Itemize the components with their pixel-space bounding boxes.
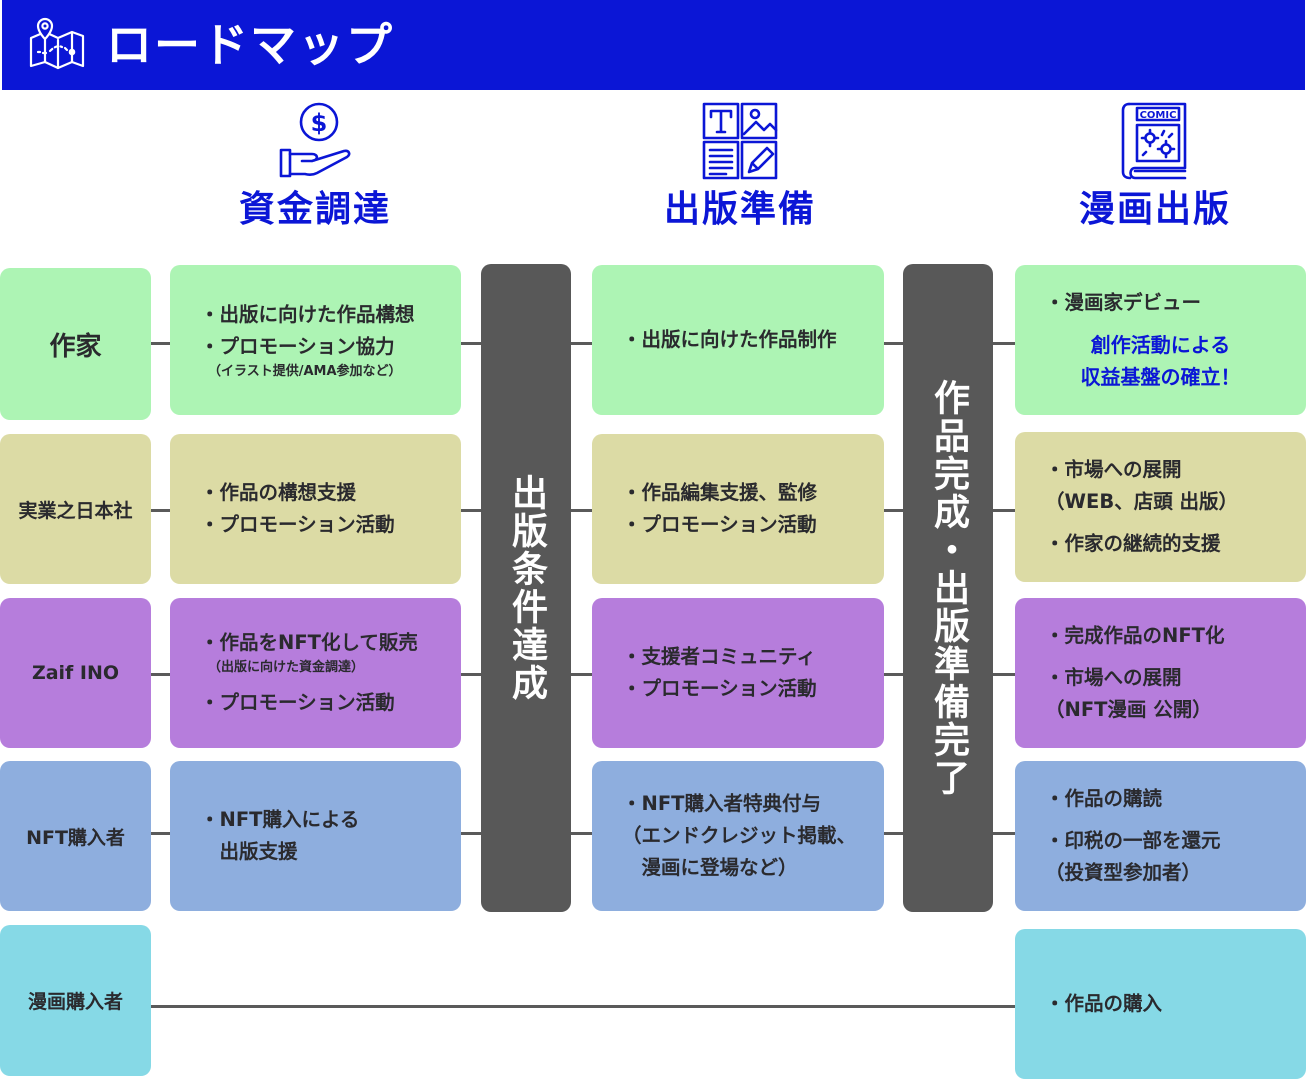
- stakeholder-label: Zaif INO: [31, 662, 120, 684]
- stakeholder-author: 作家: [0, 268, 151, 420]
- phase-header-funding: $ 資金調達: [165, 100, 465, 232]
- cell-nft-preparation: ・NFT購入者特典付与 （エンドクレジット掲載、 漫画に登場など）: [592, 761, 884, 911]
- cell-line: ・出版に向けた作品構想: [200, 303, 415, 326]
- cell-jitsugyo-funding: ・作品の構想支援 ・プロモーション活動: [170, 434, 461, 584]
- stakeholder-manga-buyer: 漫画購入者: [0, 925, 151, 1076]
- cell-line: ・作品をNFT化して販売: [200, 631, 418, 654]
- stakeholder-label: 作家: [49, 331, 102, 362]
- cell-line: ・作品の購読: [1045, 787, 1163, 810]
- stakeholder-label: 漫画購入者: [27, 991, 123, 1013]
- cell-zaif-funding: ・作品をNFT化して販売 （出版に向けた資金調達） ・プロモーション活動: [170, 598, 461, 748]
- cell-nft-publication: ・作品の購読 ・印税の一部を還元 （投資型参加者）: [1015, 761, 1306, 911]
- comic-book-icon: COMIC: [1121, 102, 1187, 180]
- cell-note: （イラスト提供/AMA参加など）: [208, 364, 402, 379]
- phase-header-publication: COMIC 漫画出版: [1005, 100, 1305, 232]
- cell-line: ・作品の購入: [1045, 992, 1163, 1015]
- map-icon: [29, 17, 85, 70]
- cell-line: ・プロモーション活動: [200, 691, 395, 714]
- cell-line: ・プロモーション協力: [200, 335, 395, 358]
- connector-line: [150, 673, 1020, 676]
- page-title: ロードマップ: [106, 18, 394, 72]
- cell-zaif-publication: ・完成作品のNFT化 ・市場への展開 （NFT漫画 公開）: [1015, 598, 1306, 748]
- cell-line: ・支援者コミュニティ: [622, 645, 816, 668]
- cell-line: ・印税の一部を還元: [1045, 829, 1221, 852]
- cell-nft-funding: ・NFT購入による 出版支援: [170, 761, 461, 911]
- highlight-text: 収益基盤の確立！: [1080, 365, 1241, 389]
- cell-author-funding: ・出版に向けた作品構想 ・プロモーション協力 （イラスト提供/AMA参加など）: [170, 265, 461, 415]
- cell-line: ・NFT購入による: [200, 808, 360, 831]
- cell-line: ・NFT購入者特典付与: [622, 792, 821, 815]
- stakeholder-jitsugyo: 実業之日本社: [0, 434, 151, 584]
- highlight-text: 創作活動による: [1090, 333, 1231, 357]
- cell-line: （エンドクレジット掲載、: [622, 824, 857, 847]
- cell-author-publication: ・漫画家デビュー 創作活動による 収益基盤の確立！: [1015, 265, 1306, 415]
- cell-line: ・プロモーション活動: [622, 677, 817, 700]
- connector-line: [150, 342, 1020, 345]
- cell-jitsugyo-preparation: ・作品編集支援、監修 ・プロモーション活動: [592, 434, 884, 584]
- stakeholder-nft-buyer: NFT購入者: [0, 761, 151, 911]
- cell-zaif-preparation: ・支援者コミュニティ ・プロモーション活動: [592, 598, 884, 748]
- header-bar: ロードマップ: [2, 0, 1305, 90]
- cell-line: ・プロモーション活動: [622, 513, 817, 536]
- cell-author-preparation: ・出版に向けた作品制作: [592, 265, 884, 415]
- cell-manga-buyer-publication: ・作品の購入: [1015, 929, 1306, 1079]
- cell-line: ・作品の構想支援: [200, 481, 357, 504]
- cell-line: 漫画に登場など）: [622, 856, 798, 879]
- phase-header-preparation: 出版準備: [590, 100, 890, 232]
- cell-line: ・出版に向けた作品制作: [622, 328, 837, 351]
- phase-title-funding: 資金調達: [238, 189, 391, 230]
- connector-line: [150, 832, 1020, 835]
- svg-text:$: $: [311, 109, 328, 137]
- cell-line: ・市場への展開: [1045, 458, 1182, 481]
- stakeholder-label: NFT購入者: [26, 826, 125, 849]
- stakeholder-zaif-ino: Zaif INO: [0, 598, 151, 748]
- layout-edit-icon: [702, 102, 778, 180]
- money-hand-icon: $: [279, 102, 351, 178]
- connector-line: [150, 509, 1020, 512]
- cell-line: ・作家の継続的支援: [1045, 532, 1221, 555]
- cell-line: ・作品編集支援、監修: [622, 481, 818, 504]
- connector-line: [150, 1005, 1020, 1008]
- cell-line: ・漫画家デビュー: [1045, 291, 1202, 314]
- stakeholder-label: 実業之日本社: [18, 499, 133, 522]
- cell-line: （投資型参加者）: [1045, 861, 1202, 884]
- svg-text:COMIC: COMIC: [1140, 110, 1177, 121]
- cell-jitsugyo-publication: ・市場への展開 （WEB、店頭 出版） ・作家の継続的支援: [1015, 432, 1306, 582]
- cell-line: ・プロモーション活動: [200, 513, 395, 536]
- milestone-label: 作品完成・出版準備完了: [928, 379, 969, 797]
- cell-line: （NFT漫画 公開）: [1045, 698, 1212, 721]
- phase-title-publication: 漫画出版: [1078, 189, 1231, 230]
- cell-line: 出版支援: [200, 840, 298, 863]
- milestone-work-complete: 作品完成・出版準備完了: [903, 264, 993, 912]
- cell-line: （WEB、店頭 出版）: [1045, 490, 1238, 513]
- cell-line: ・市場への展開: [1045, 666, 1182, 689]
- cell-note: （出版に向けた資金調達）: [208, 660, 365, 675]
- phase-title-preparation: 出版準備: [663, 189, 816, 230]
- milestone-label: 出版条件達成: [506, 474, 547, 702]
- milestone-publishing-conditions: 出版条件達成: [481, 264, 571, 912]
- cell-line: ・完成作品のNFT化: [1045, 624, 1225, 647]
